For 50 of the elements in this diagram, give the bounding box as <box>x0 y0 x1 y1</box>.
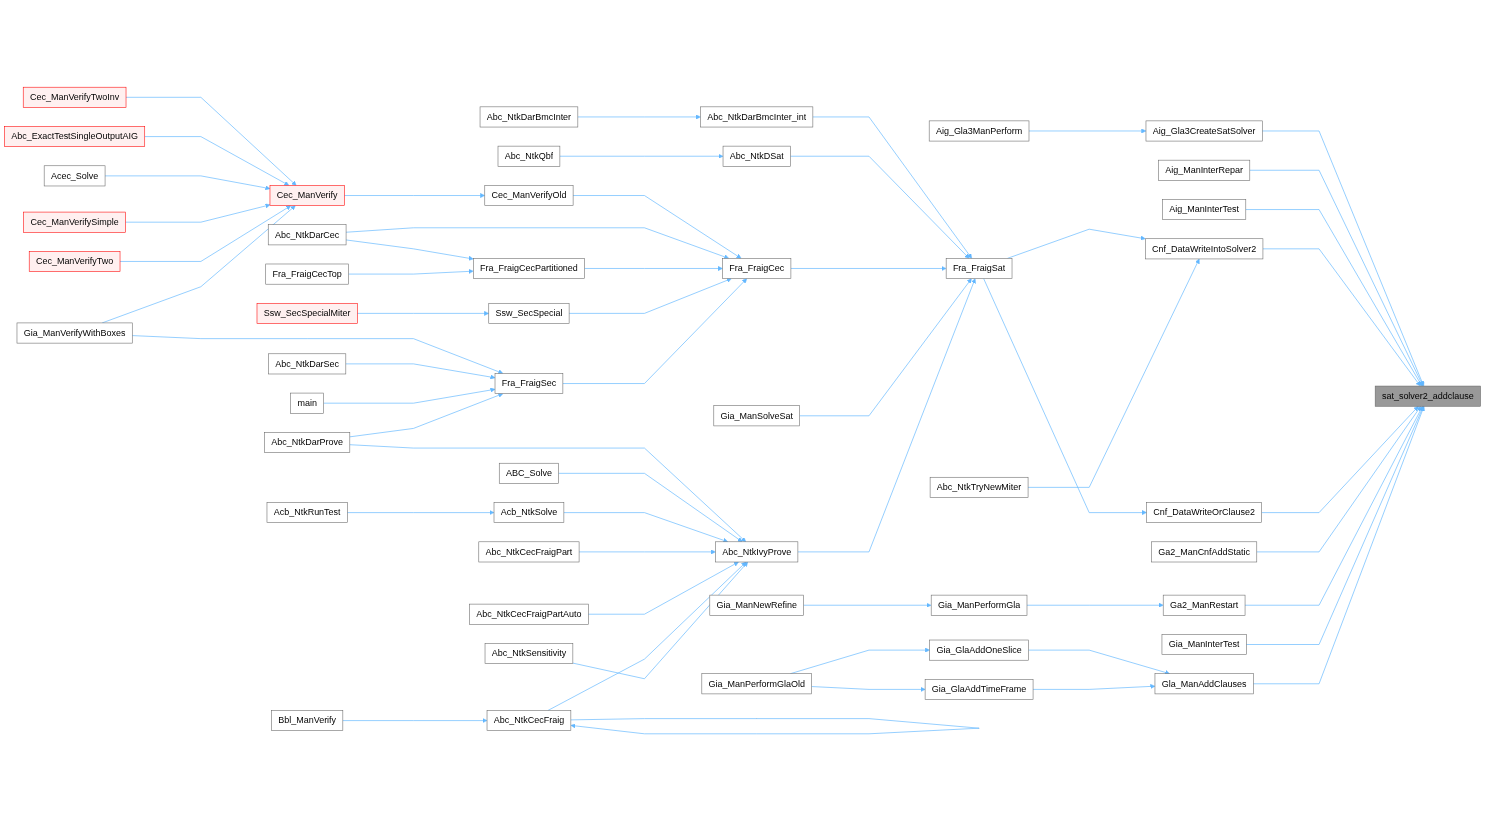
node-box: Cec_ManVerifySimple <box>23 211 126 233</box>
node-box: Abc_NtkIvyProve <box>715 541 799 563</box>
node-box: Abc_NtkDarSec <box>268 353 347 375</box>
node-box: Abc_NtkDarCec <box>267 224 347 246</box>
node-box: Abc_NtkTryNewMiter <box>929 477 1029 498</box>
node-box: Gia_GlaAddTimeFrame <box>924 679 1034 700</box>
node-box: Aig_Gla3ManPerform <box>928 120 1030 142</box>
node-box: Gia_ManSolveSat <box>713 405 800 427</box>
node-box: Abc_NtkSensitivity <box>484 643 574 664</box>
node-box: Gia_ManVerifyWithBoxes <box>16 322 133 344</box>
node-box: Ga2_ManCnfAddStatic <box>1151 541 1258 563</box>
node-box: Fra_FraigCecTop <box>265 263 349 285</box>
node-box: Acb_NtkSolve <box>493 502 565 523</box>
node-box: Ssw_SecSpecialMiter <box>256 303 358 324</box>
node-box: Gia_ManPerformGlaOld <box>701 673 812 695</box>
node-box: Abc_NtkDarProve <box>264 432 351 453</box>
node-box: Abc_NtkDarBmcInter <box>479 106 579 128</box>
node-box: Cec_ManVerifyTwoInv <box>22 86 127 108</box>
node-box: Aig_ManInterRepar <box>1158 159 1251 181</box>
node-box: Aig_ManInterTest <box>1162 199 1247 220</box>
node-box: sat_solver2_addclause <box>1374 385 1481 407</box>
node-box: Fra_FraigSec <box>494 373 564 394</box>
node-box: Abc_NtkCecFraigPart <box>478 541 580 563</box>
node-box: Fra_FraigCec <box>722 258 792 279</box>
node-box: Gia_ManPerformGla <box>930 594 1028 616</box>
node-box: Fra_FraigCecPartitioned <box>473 258 585 279</box>
node-box: Gla_ManAddClauses <box>1154 673 1254 695</box>
node-box: Acec_Solve <box>43 165 106 187</box>
node-box: Abc_NtkCecFraigPartAuto <box>469 603 589 625</box>
node-box: Gia_GlaAddOneSlice <box>929 639 1029 661</box>
node-box: Bbl_ManVerify <box>271 710 344 731</box>
node-box: Cnf_DataWriteOrClause2 <box>1146 502 1262 523</box>
node-box: Cec_ManVerify <box>269 185 345 206</box>
node-box: Abc_NtkDarBmcInter_int <box>700 106 814 128</box>
node-box: Abc_NtkQbf <box>497 145 561 167</box>
node-box: Abc_NtkCecFraig <box>486 710 572 731</box>
node-box: main <box>290 392 324 414</box>
node-box: Fra_FraigSat <box>945 258 1013 279</box>
node-box: Ssw_SecSpecial <box>488 303 570 324</box>
node-box: ABC_Solve <box>498 462 559 484</box>
node-box: Ga2_ManRestart <box>1162 594 1246 616</box>
node-box: Cec_ManVerifyOld <box>484 185 574 206</box>
node-box: Abc_NtkDSat <box>722 145 791 167</box>
node-box: Gia_ManInterTest <box>1161 634 1247 655</box>
node-box: Gia_ManNewRefine <box>709 594 804 616</box>
node-box: Cec_ManVerifyTwo <box>28 251 121 272</box>
node-box: Cnf_DataWriteIntoSolver2 <box>1145 238 1264 260</box>
node-box: Abc_ExactTestSingleOutputAIG <box>4 126 146 147</box>
node-box: Aig_Gla3CreateSatSolver <box>1145 120 1263 142</box>
node-box: Acb_NtkRunTest <box>266 502 348 523</box>
